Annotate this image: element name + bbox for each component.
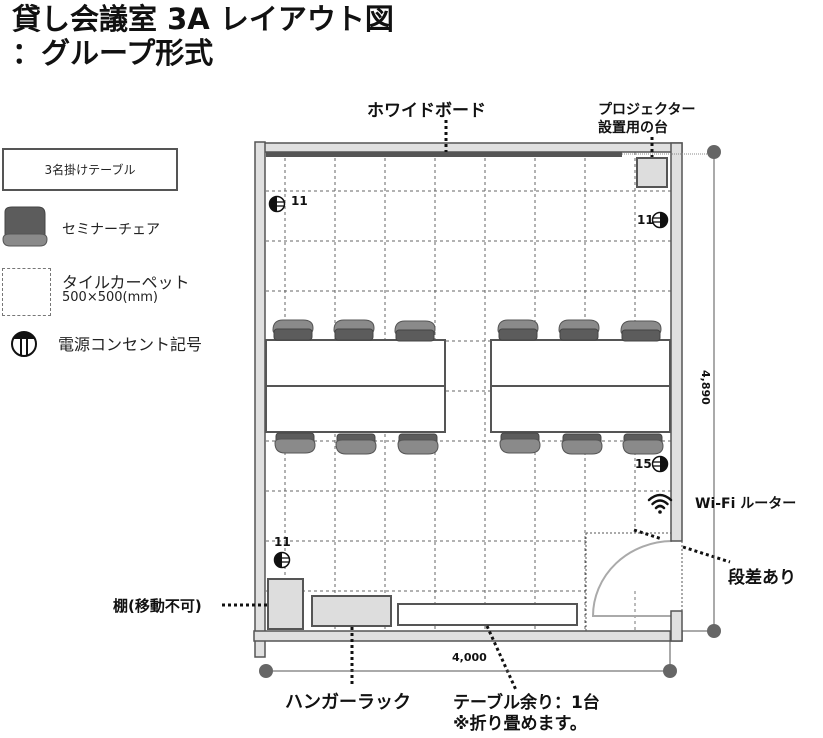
page-title-line2: ：グループ形式 — [12, 36, 214, 70]
tile-carpet-icon — [2, 268, 51, 316]
chair — [335, 433, 377, 455]
chair — [272, 319, 314, 341]
dimension-dots — [259, 145, 721, 678]
power-outlet-icon — [273, 551, 291, 569]
tile-grid — [266, 152, 671, 631]
chair — [497, 319, 539, 341]
door-swing — [591, 540, 673, 617]
outlet-count: 11 — [291, 194, 308, 208]
chair — [561, 433, 603, 455]
power-outlet-icon — [651, 455, 669, 473]
table-group-right — [490, 339, 671, 433]
leader-lines — [222, 120, 731, 691]
projector-stand-label-2: 設置用の台 — [598, 120, 668, 136]
legend-table-label: 3名掛けテーブル — [44, 163, 136, 177]
chair — [620, 320, 662, 342]
shelf-label: 棚(移動不可) — [113, 597, 202, 615]
legend-outlet-label: 電源コンセント記号 — [58, 335, 203, 354]
legend-tile-label: タイルカーペット — [62, 273, 190, 292]
power-outlet-icon — [651, 211, 669, 229]
seminar-chair-icon — [2, 206, 48, 247]
chair — [394, 320, 436, 342]
whiteboard — [266, 152, 622, 157]
table-group-left — [265, 339, 446, 433]
shelf — [267, 578, 304, 630]
outlet-count: 15 — [635, 457, 652, 471]
wifi-icon — [647, 493, 673, 514]
legend-table-swatch: 3名掛けテーブル — [2, 148, 178, 191]
hanger-rack — [311, 595, 392, 627]
power-outlet-icon — [268, 195, 286, 213]
whiteboard-label: ホワイドボード — [367, 101, 486, 121]
dimension-width: 4,000 — [452, 651, 487, 664]
legend-chair-label: セミナーチェア — [62, 222, 160, 238]
chair — [274, 432, 316, 454]
projector-stand-label-1: プロジェクター — [598, 102, 696, 118]
spare-table-label-1: テーブル余り：1台 — [453, 693, 600, 713]
chair — [333, 319, 375, 341]
chair — [499, 432, 541, 454]
outlet-count: 11 — [274, 535, 291, 549]
spare-table — [397, 603, 578, 626]
power-outlet-icon — [11, 331, 37, 357]
outlet-count: 11 — [637, 213, 654, 227]
hanger-rack-label: ハンガーラック — [285, 692, 411, 713]
projector-stand — [636, 157, 668, 188]
legend-tile-sublabel: 500×500(mm) — [62, 290, 158, 305]
legend: 3名掛けテーブル セミナーチェア タイルカーペット 500×500(mm) 電源… — [0, 140, 240, 360]
wifi-router-label: Wi-Fi ルーター — [695, 496, 797, 512]
chair — [558, 319, 600, 341]
page-title-line1: 貸し会議室 3A レイアウト図 — [12, 2, 394, 36]
spare-table-label-2: ※折り畳めます。 — [453, 714, 587, 734]
dimension-depth: 4,890 — [699, 370, 712, 405]
chair — [397, 433, 439, 455]
chair — [622, 433, 664, 455]
step-label: 段差あり — [728, 568, 796, 588]
